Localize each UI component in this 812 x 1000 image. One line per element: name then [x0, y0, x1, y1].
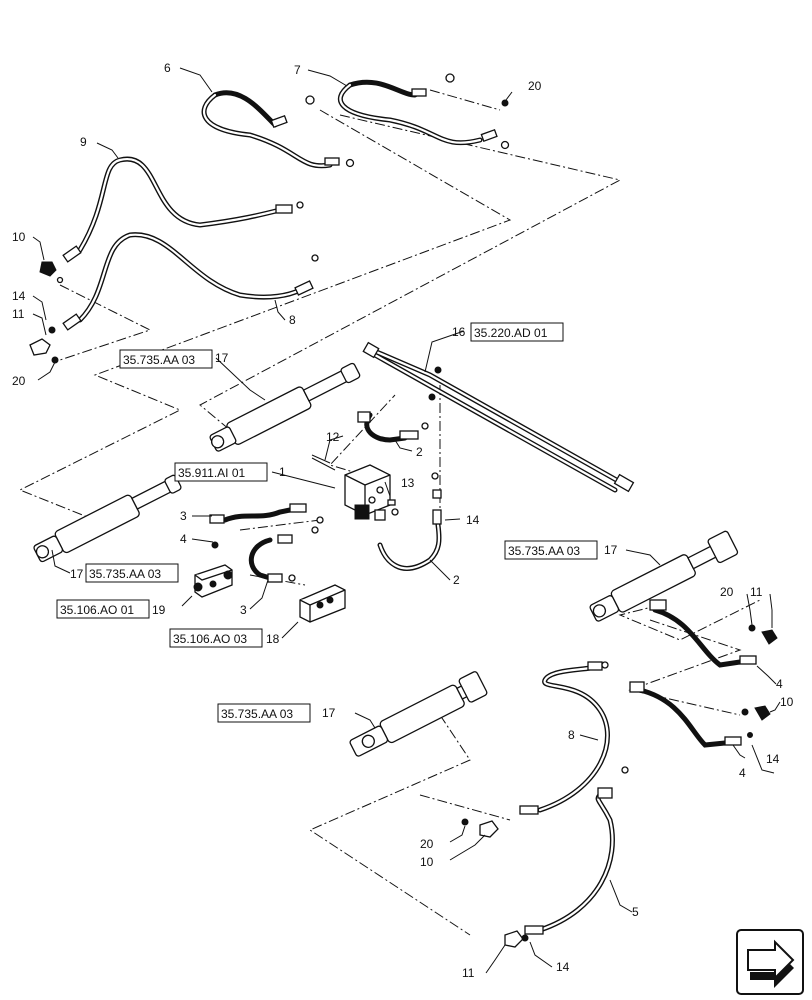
cylinder-17-b — [33, 474, 182, 563]
callout-8: 8 — [289, 313, 296, 327]
callout-2: 2 — [453, 573, 460, 587]
ref-35-106-ao-03: 35.106.AO 03 — [173, 632, 247, 646]
callout-17: 17 — [215, 351, 229, 365]
valve-block-1 — [311, 457, 396, 521]
cylinder-17-c — [589, 530, 739, 622]
hose-3-lower — [248, 534, 293, 583]
callout-2: 2 — [416, 445, 423, 459]
callout-14: 14 — [466, 513, 480, 527]
connection-lines — [18, 89, 761, 936]
hose-4-lower — [629, 681, 742, 748]
fittings — [29, 99, 778, 948]
callout-3: 3 — [240, 603, 247, 617]
hose-4-upper — [649, 599, 757, 668]
hose-7 — [337, 73, 510, 150]
callout-17: 17 — [70, 567, 84, 581]
valve-19 — [193, 564, 233, 598]
ref-35-735-aa-03: 35.735.AA 03 — [123, 353, 195, 367]
hose-6 — [201, 90, 355, 169]
callout-19: 19 — [152, 603, 166, 617]
callout-7: 7 — [294, 63, 301, 77]
callout-13: 13 — [401, 476, 415, 490]
hose-3-upper — [209, 503, 324, 524]
hose-5 — [524, 766, 629, 935]
callout-18: 18 — [266, 632, 280, 646]
callout-1: 1 — [279, 465, 286, 479]
callout-14: 14 — [556, 960, 570, 974]
callout-20: 20 — [12, 374, 26, 388]
callout-17: 17 — [322, 706, 336, 720]
ref-35-911-ai-01: 35.911.AI 01 — [178, 466, 245, 480]
callout-3: 3 — [180, 509, 187, 523]
tube-16 — [362, 341, 635, 493]
callout-4: 4 — [776, 677, 783, 691]
callouts: 6 7 20 9 10 14 11 8 20 16 17 12 2 1 13 1… — [12, 61, 794, 980]
hose-8-upper — [62, 232, 319, 331]
callout-20: 20 — [420, 837, 434, 851]
callout-9: 9 — [80, 135, 87, 149]
callout-14: 14 — [12, 289, 26, 303]
callout-6: 6 — [164, 61, 171, 75]
valve-18 — [299, 584, 346, 623]
callout-4: 4 — [180, 532, 187, 546]
callout-11: 11 — [750, 585, 763, 599]
callout-12: 12 — [326, 430, 340, 444]
callout-20: 20 — [528, 79, 542, 93]
next-page-arrow-icon[interactable] — [736, 929, 804, 995]
callout-14: 14 — [766, 752, 780, 766]
callout-10: 10 — [780, 695, 794, 709]
hose-2-short — [357, 411, 429, 443]
ref-35-735-aa-03: 35.735.AA 03 — [221, 707, 293, 721]
callout-4: 4 — [739, 766, 746, 780]
ref-35-735-aa-03: 35.735.AA 03 — [89, 567, 161, 581]
ref-35-735-aa-03: 35.735.AA 03 — [508, 544, 580, 558]
callout-10: 10 — [420, 855, 434, 869]
hose-2-long — [377, 489, 442, 571]
hose-8-lower — [519, 661, 610, 815]
reference-boxes — [56, 322, 598, 723]
callout-17: 17 — [604, 543, 618, 557]
callout-8: 8 — [568, 728, 575, 742]
callout-11: 11 — [462, 966, 475, 980]
ref-35-106-ao-01: 35.106.AO 01 — [60, 603, 134, 617]
callout-5: 5 — [632, 905, 639, 919]
callout-16: 16 — [452, 325, 466, 339]
cylinder-17-a — [209, 362, 361, 452]
callout-10: 10 — [12, 230, 26, 244]
callout-20: 20 — [720, 585, 734, 599]
callout-11: 11 — [12, 307, 25, 321]
hose-9 — [62, 156, 304, 263]
cylinder-17-d — [349, 671, 488, 757]
leader-lines — [32, 67, 781, 974]
ref-35-220-ad-01: 35.220.AD 01 — [474, 326, 548, 340]
reference-labels: 35.220.AD 01 35.735.AA 03 35.911.AI 01 3… — [60, 326, 580, 721]
